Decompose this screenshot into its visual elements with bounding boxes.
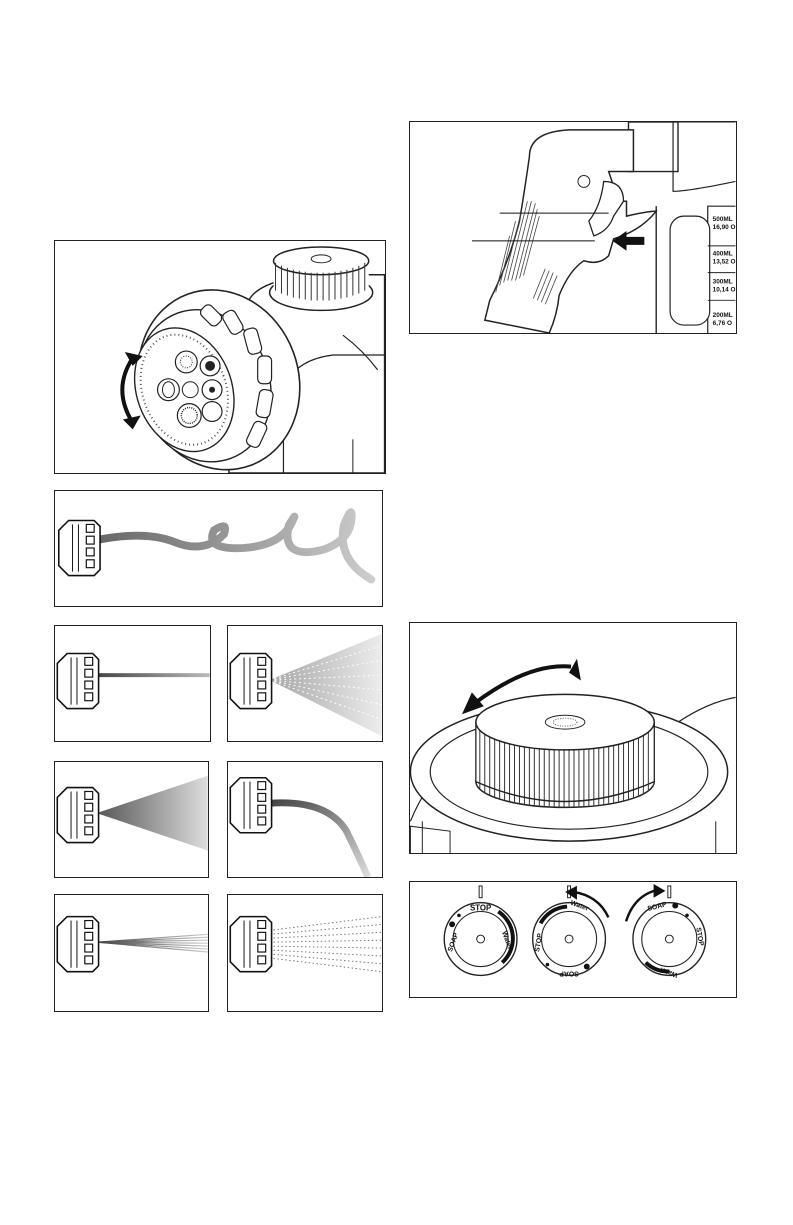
- dial-1-stop-label: STOP: [470, 904, 491, 913]
- cap-illustration: [410, 623, 736, 853]
- figure-dials: STOP Water SOAP Water STOP SOAP: [409, 881, 737, 998]
- fan-pattern-illustration: [228, 626, 382, 741]
- scale-label-500-bottom: 16,90 O: [713, 224, 736, 231]
- figure-cone-pattern: [54, 761, 209, 878]
- scale-label-300-top: 300ML: [713, 278, 733, 285]
- soaker-pattern-illustration: [228, 762, 382, 877]
- figure-jet-pattern: [54, 490, 383, 607]
- nozzle-icon: [57, 654, 98, 709]
- cone-pattern-illustration: [55, 762, 208, 877]
- trigger-illustration: 500ML 16,90 O 400ML 13,52 O 300ML 10,14 …: [410, 122, 736, 333]
- scale-label-400-top: 400ML: [713, 251, 733, 258]
- dial-soap-position: SOAP STOP Water: [626, 884, 706, 978]
- stream-pattern-illustration: [55, 626, 210, 741]
- nozzle-icon: [57, 917, 98, 972]
- flat-pattern-illustration: [55, 895, 208, 1011]
- figure-trigger: 500ML 16,90 O 400ML 13,52 O 300ML 10,14 …: [409, 121, 737, 334]
- nozzle-icon: [59, 520, 100, 575]
- nozzle-icon: [230, 778, 271, 833]
- nozzle-icon: [230, 917, 271, 972]
- scale-label-300-bottom: 10,14 O: [713, 286, 736, 293]
- scale-label-500-top: 500ML: [713, 216, 733, 223]
- figure-nozzle-dial: [54, 240, 386, 474]
- figure-flat-pattern: [54, 894, 209, 1012]
- figure-cap: [409, 622, 737, 854]
- dial-water-position: Water STOP SOAP: [533, 886, 609, 977]
- mist-pattern-illustration: [228, 895, 382, 1011]
- dial-stop-position: STOP Water SOAP: [444, 886, 517, 975]
- figure-stream-pattern: [54, 625, 211, 742]
- dials-illustration: STOP Water SOAP Water STOP SOAP: [410, 882, 736, 997]
- figure-mist-pattern: [227, 894, 383, 1012]
- scale-label-200-top: 200ML: [713, 312, 733, 319]
- figure-soaker-pattern: [227, 761, 383, 878]
- scale-label-200-bottom: 6,76 O: [713, 320, 732, 327]
- nozzle-icon: [230, 654, 271, 709]
- nozzle-dial-illustration: [55, 241, 385, 473]
- dial-2-soap-label: SOAP: [559, 969, 579, 976]
- jet-pattern-illustration: [55, 491, 382, 606]
- nozzle-icon: [57, 788, 98, 843]
- scale-label-400-bottom: 13,52 O: [713, 259, 736, 266]
- figure-fan-pattern: [227, 625, 383, 742]
